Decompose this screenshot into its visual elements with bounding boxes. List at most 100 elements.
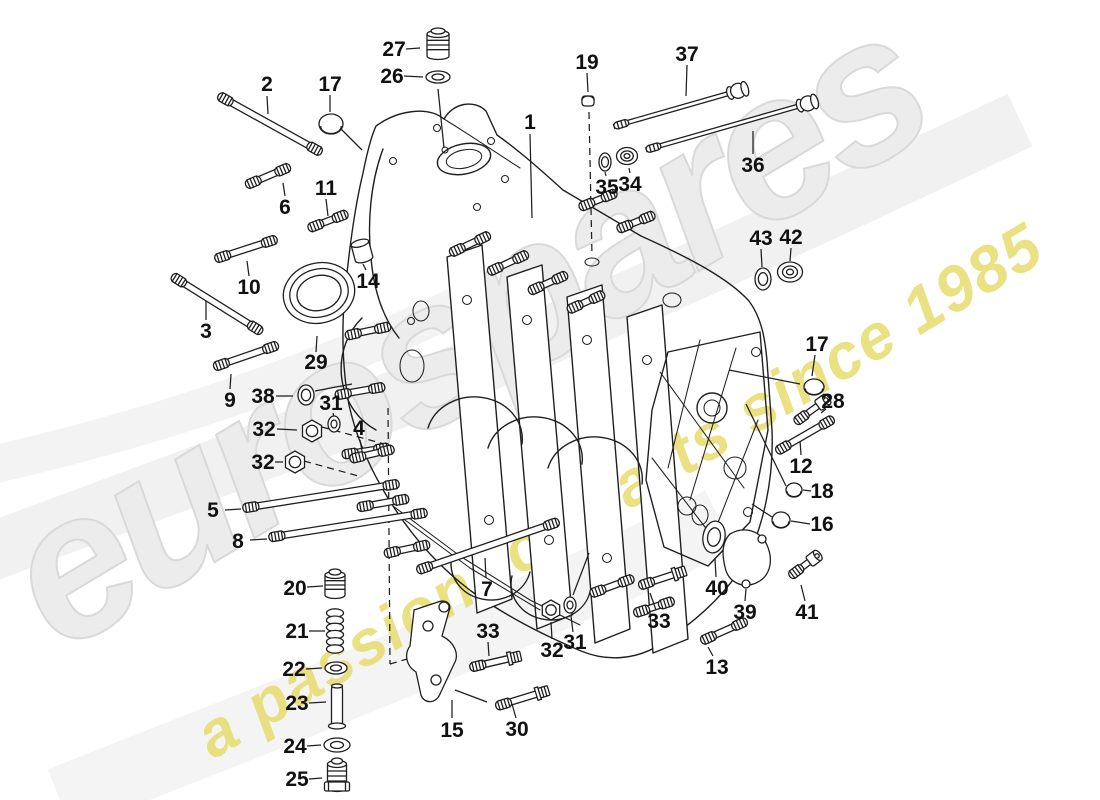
leader-line (511, 703, 517, 719)
part-number-label: 31 (319, 392, 343, 415)
leader-line (315, 335, 318, 353)
part-number-label: 2 (261, 73, 273, 96)
part-number-label: 34 (618, 173, 642, 196)
part-glyph-capnut (581, 95, 595, 107)
part-glyph-nut (541, 599, 561, 621)
leader-line (229, 373, 232, 390)
construction-line (745, 403, 787, 487)
part-glyph-ring (282, 261, 356, 325)
leader-line (362, 263, 367, 271)
leader-line (604, 171, 607, 177)
case-stud-glyph (578, 188, 618, 212)
part-number-label: 38 (251, 385, 275, 408)
part-number-label: 37 (675, 43, 698, 66)
part-glyph-cap (771, 511, 791, 529)
construction-line (437, 88, 445, 149)
part-glyph-cap (803, 378, 825, 396)
part-glyph-plug (323, 757, 351, 793)
part-glyph-stud (307, 209, 349, 233)
case-stud-glyph (486, 250, 530, 276)
part-glyph-stud (268, 507, 428, 543)
case-stud-glyph (527, 270, 569, 296)
part-number-label: 8 (232, 530, 244, 553)
part-glyph-cover (722, 529, 771, 589)
leader-line (685, 64, 688, 97)
part-number-label: 32 (252, 418, 275, 441)
case-stud-glyph (566, 290, 606, 314)
part-glyph-cyl (350, 238, 374, 264)
leader-line (487, 641, 490, 657)
leader-line (308, 777, 323, 780)
part-glyph-plugtop (615, 146, 639, 166)
leader-line (714, 558, 717, 578)
part-glyph-bolt (637, 565, 688, 590)
part-number-label: 39 (733, 601, 756, 624)
case-stud-glyph (448, 231, 492, 257)
construction-line (751, 503, 773, 518)
part-glyph-washer (324, 661, 348, 675)
part-glyph-stud (349, 444, 395, 464)
construction-line (340, 128, 363, 151)
leader-line (266, 95, 269, 115)
part-glyph-bolt (469, 650, 523, 673)
leader-line (570, 615, 574, 633)
leader-line (799, 439, 802, 456)
part-number-label: 13 (705, 656, 728, 679)
leader-line (811, 354, 816, 377)
part-number-label: 11 (315, 177, 338, 200)
part-number-label: 6 (279, 196, 291, 219)
part-number-label: 31 (563, 631, 587, 654)
leader-line (789, 247, 792, 262)
part-glyph-stud (242, 478, 400, 514)
leader-line (246, 260, 250, 277)
part-glyph-hbolt (612, 80, 750, 130)
part-number-label: 20 (283, 577, 306, 600)
case-stud-glyph (632, 596, 676, 618)
part-glyph-stud (244, 162, 292, 190)
part-number-label: 4 (353, 417, 365, 440)
leader-line (744, 588, 747, 602)
part-number-label: 24 (283, 735, 307, 758)
part-number-label: 23 (285, 692, 308, 715)
part-glyph-stud (216, 92, 324, 156)
case-stud-glyph (589, 574, 635, 598)
part-number-label: 15 (440, 719, 464, 742)
part-glyph-bracket (405, 600, 457, 703)
construction-line (572, 552, 590, 596)
part-glyph-spring (325, 608, 345, 654)
leader-line (306, 744, 322, 747)
case-stud-glyph (383, 539, 431, 559)
part-number-label: 7 (481, 578, 493, 601)
leader-line (249, 538, 268, 541)
part-glyph-stud (214, 234, 278, 264)
part-number-label: 28 (821, 390, 845, 413)
leader-line (790, 520, 811, 525)
part-number-label: 12 (789, 455, 812, 478)
crankcase-drawing (340, 103, 773, 659)
part-glyph-stud (774, 415, 836, 455)
leader-line (359, 439, 363, 452)
part-number-label: 32 (251, 451, 274, 474)
part-number-label: 30 (505, 718, 528, 741)
part-glyph-pin (327, 683, 347, 730)
part-glyph-oring (754, 267, 772, 291)
part-number-label: 41 (795, 601, 819, 624)
part-glyph-washer (563, 596, 577, 614)
part-glyph-oring (702, 520, 726, 554)
part-glyph-washer (425, 70, 451, 84)
leader-line (306, 585, 324, 588)
part-number-label: 32 (540, 639, 563, 662)
leader-line (820, 408, 827, 414)
leader-line (649, 592, 657, 611)
part-glyph-stud (212, 340, 280, 372)
part-glyph-sockbolt (788, 549, 823, 580)
construction-line (314, 383, 353, 392)
part-number-label: 21 (285, 620, 309, 643)
part-number-label: 5 (207, 499, 219, 522)
leader-line (308, 701, 327, 704)
part-glyph-cap (785, 482, 803, 498)
part-number-label: 10 (237, 276, 260, 299)
leader-line (550, 621, 553, 640)
